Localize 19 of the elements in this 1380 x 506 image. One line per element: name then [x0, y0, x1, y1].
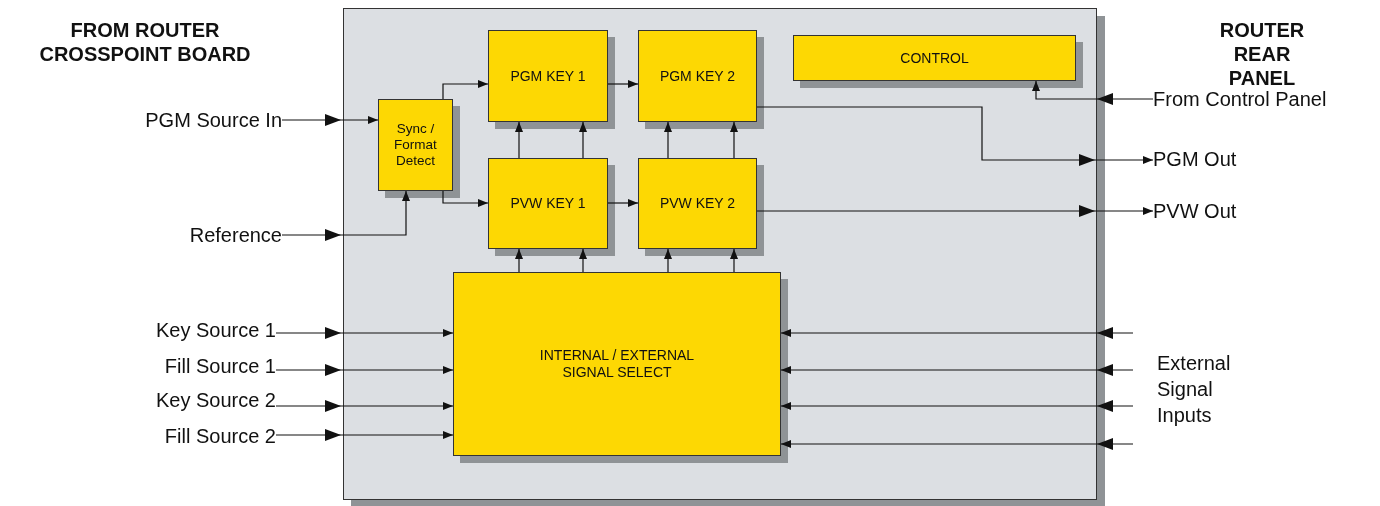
box-label: PGM KEY 2 — [659, 67, 736, 85]
box-label: PVW KEY 2 — [659, 195, 736, 212]
box-label: INTERNAL / EXTERNAL SIGNAL SELECT — [538, 347, 696, 381]
box-label: PGM KEY 1 — [510, 67, 586, 85]
signal-label: PVW Out — [1153, 199, 1237, 224]
signal-label: Key Source 1 — [155, 318, 276, 343]
signal-label: From Control Panel — [1153, 87, 1327, 112]
signal-label: Fill Source 2 — [164, 424, 276, 449]
section-heading: ROUTER REAR PANEL — [1218, 18, 1306, 90]
box-label: CONTROL — [900, 49, 969, 67]
signal-label: Fill Source 1 — [164, 354, 276, 379]
box-label: PVW KEY 1 — [510, 195, 586, 212]
section-heading: FROM ROUTER CROSSPOINT BOARD — [38, 18, 252, 66]
signal-label: PGM Out — [1153, 147, 1237, 172]
box-label: Sync / Format Detect — [393, 120, 438, 170]
signal-label: External Signal Inputs — [1157, 350, 1232, 428]
signal-label: Reference — [189, 223, 282, 248]
signal-label: Key Source 2 — [155, 388, 276, 413]
signal-label: PGM Source In — [145, 108, 282, 133]
